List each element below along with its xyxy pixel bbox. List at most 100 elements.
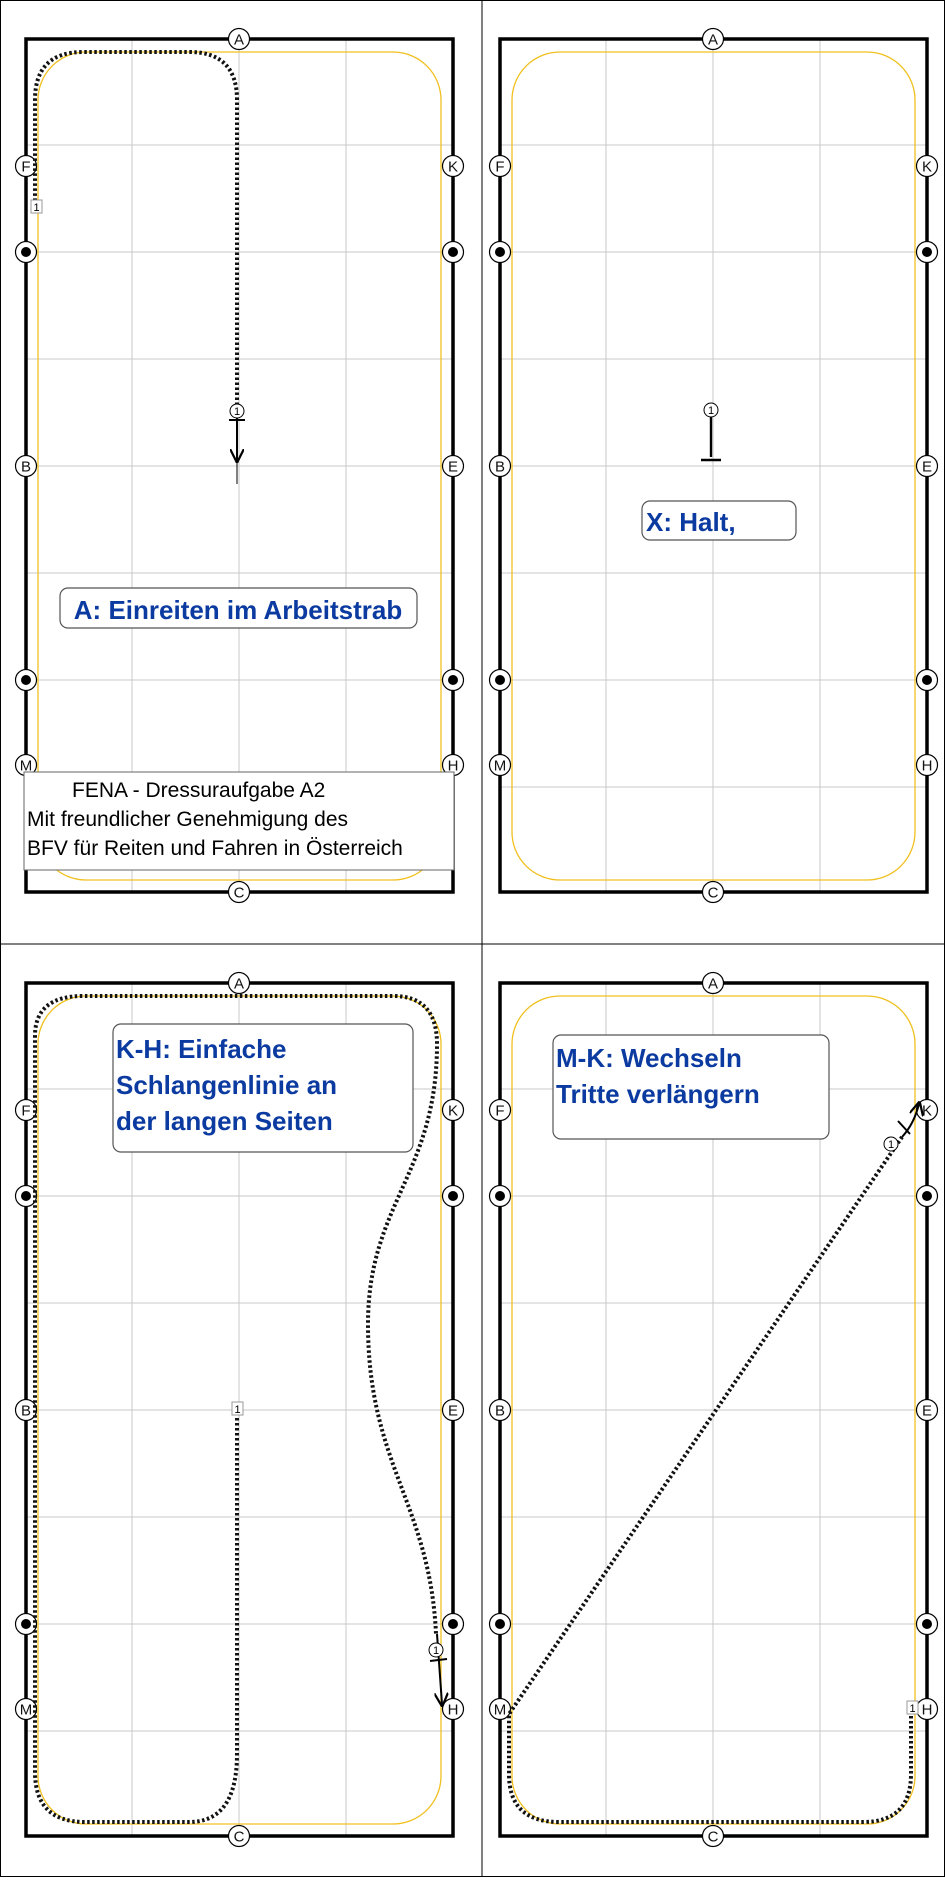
direction-line bbox=[901, 1104, 919, 1138]
arena-letter-h: H bbox=[441, 753, 465, 777]
arena-letter-e: E bbox=[441, 1398, 465, 1422]
svg-text:H: H bbox=[922, 1702, 933, 1719]
arena-letter-m: M bbox=[14, 753, 38, 777]
arena-dot-marker bbox=[488, 1612, 512, 1636]
svg-text:E: E bbox=[448, 459, 458, 476]
arena: A C F K B E M H bbox=[14, 971, 465, 1848]
arena-track bbox=[37, 51, 442, 881]
svg-text:B: B bbox=[495, 1403, 505, 1420]
arena-dot-marker bbox=[441, 668, 465, 692]
caption-line: der langen Seiten bbox=[116, 1106, 333, 1136]
caption-line: K-H: Einfache bbox=[116, 1034, 286, 1064]
arena-letter-f: F bbox=[488, 154, 512, 178]
arena-dot-marker bbox=[915, 1184, 939, 1208]
svg-text:C: C bbox=[708, 1829, 719, 1846]
arena-letter-e: E bbox=[441, 454, 465, 478]
credit-line: BFV für Reiten und Fahren in Österreich bbox=[27, 837, 403, 860]
arena-letter-b: B bbox=[488, 1398, 512, 1422]
caption-box: K-H: Einfache Schlangenlinie an der lang… bbox=[112, 1023, 414, 1153]
svg-text:C: C bbox=[234, 885, 245, 902]
svg-text:H: H bbox=[448, 1702, 459, 1719]
caption-line: X: Halt, bbox=[646, 507, 736, 537]
svg-text:B: B bbox=[21, 1403, 31, 1420]
svg-text:1: 1 bbox=[708, 405, 714, 417]
svg-text:B: B bbox=[495, 459, 505, 476]
arena-letter-f: F bbox=[14, 154, 38, 178]
arena-dot-marker bbox=[14, 1612, 38, 1636]
svg-text:M: M bbox=[20, 758, 33, 775]
arena-letter-c: C bbox=[701, 1824, 725, 1848]
arena-letter-a: A bbox=[701, 27, 725, 51]
svg-text:E: E bbox=[922, 459, 932, 476]
arena-letter-m: M bbox=[488, 1697, 512, 1721]
svg-text:C: C bbox=[708, 885, 719, 902]
svg-text:B: B bbox=[21, 459, 31, 476]
svg-text:F: F bbox=[495, 159, 504, 176]
step-marker: 1 bbox=[428, 1642, 444, 1658]
svg-text:M: M bbox=[20, 1702, 33, 1719]
arena-dot-marker bbox=[14, 668, 38, 692]
arena-letter-c: C bbox=[701, 880, 725, 904]
svg-text:F: F bbox=[495, 1103, 504, 1120]
arena-dot-marker bbox=[441, 1184, 465, 1208]
step-marker: 1 bbox=[703, 402, 719, 418]
arena-dot-marker bbox=[915, 1612, 939, 1636]
svg-text:K: K bbox=[448, 159, 458, 176]
svg-text:A: A bbox=[708, 32, 718, 49]
svg-text:1: 1 bbox=[888, 1139, 894, 1151]
step-marker-square: 1 bbox=[231, 1401, 244, 1416]
svg-text:F: F bbox=[21, 159, 30, 176]
arena: A C F K B E M H bbox=[488, 27, 939, 904]
arena-letter-f: F bbox=[14, 1098, 38, 1122]
arena-letter-m: M bbox=[14, 1697, 38, 1721]
svg-text:1: 1 bbox=[909, 1703, 915, 1715]
arena-track bbox=[37, 995, 442, 1825]
caption-box: M-K: Wechseln Tritte verlängern bbox=[552, 1034, 830, 1140]
arena-letter-h: H bbox=[915, 1697, 939, 1721]
caption-line: A: Einreiten im Arbeitstrab bbox=[74, 595, 402, 625]
step-marker: 1 bbox=[883, 1136, 899, 1152]
caption-line: M-K: Wechseln bbox=[556, 1043, 742, 1073]
arena-letter-a: A bbox=[227, 971, 251, 995]
arena-letter-c: C bbox=[227, 880, 251, 904]
arena-dot-marker bbox=[915, 240, 939, 264]
arena-dot-marker bbox=[441, 240, 465, 264]
ride-path bbox=[507, 1135, 913, 1824]
svg-text:H: H bbox=[922, 758, 933, 775]
panel-2: A C F K B E M H 1 X: Halt, bbox=[488, 27, 939, 904]
arena-letter-b: B bbox=[14, 1398, 38, 1422]
arena-letter-c: C bbox=[227, 1824, 251, 1848]
svg-text:1: 1 bbox=[433, 1645, 439, 1657]
svg-text:A: A bbox=[234, 32, 244, 49]
svg-text:1: 1 bbox=[234, 406, 240, 418]
arena-dot-marker bbox=[915, 668, 939, 692]
arena-dot-marker bbox=[488, 668, 512, 692]
arena-dot-marker bbox=[488, 240, 512, 264]
svg-text:K: K bbox=[448, 1103, 458, 1120]
svg-text:M: M bbox=[494, 758, 507, 775]
caption-line: Tritte verlängern bbox=[556, 1079, 760, 1109]
svg-text:K: K bbox=[922, 1103, 932, 1120]
svg-text:E: E bbox=[922, 1403, 932, 1420]
svg-text:H: H bbox=[448, 758, 459, 775]
step-marker: 1 bbox=[229, 403, 245, 419]
svg-text:M: M bbox=[494, 1702, 507, 1719]
ride-path bbox=[33, 994, 440, 1824]
arena-letter-h: H bbox=[441, 1697, 465, 1721]
arena-grid bbox=[500, 39, 927, 892]
arena-letter-f: F bbox=[488, 1098, 512, 1122]
arena-dot-marker bbox=[441, 1612, 465, 1636]
caption-line: Schlangenlinie an bbox=[116, 1070, 337, 1100]
halt-tick bbox=[429, 1658, 448, 1662]
arena-letter-b: B bbox=[14, 454, 38, 478]
arena-letter-m: M bbox=[488, 753, 512, 777]
svg-text:E: E bbox=[448, 1403, 458, 1420]
arena-letter-k: K bbox=[915, 154, 939, 178]
step-marker-square: 1 bbox=[906, 1700, 919, 1715]
